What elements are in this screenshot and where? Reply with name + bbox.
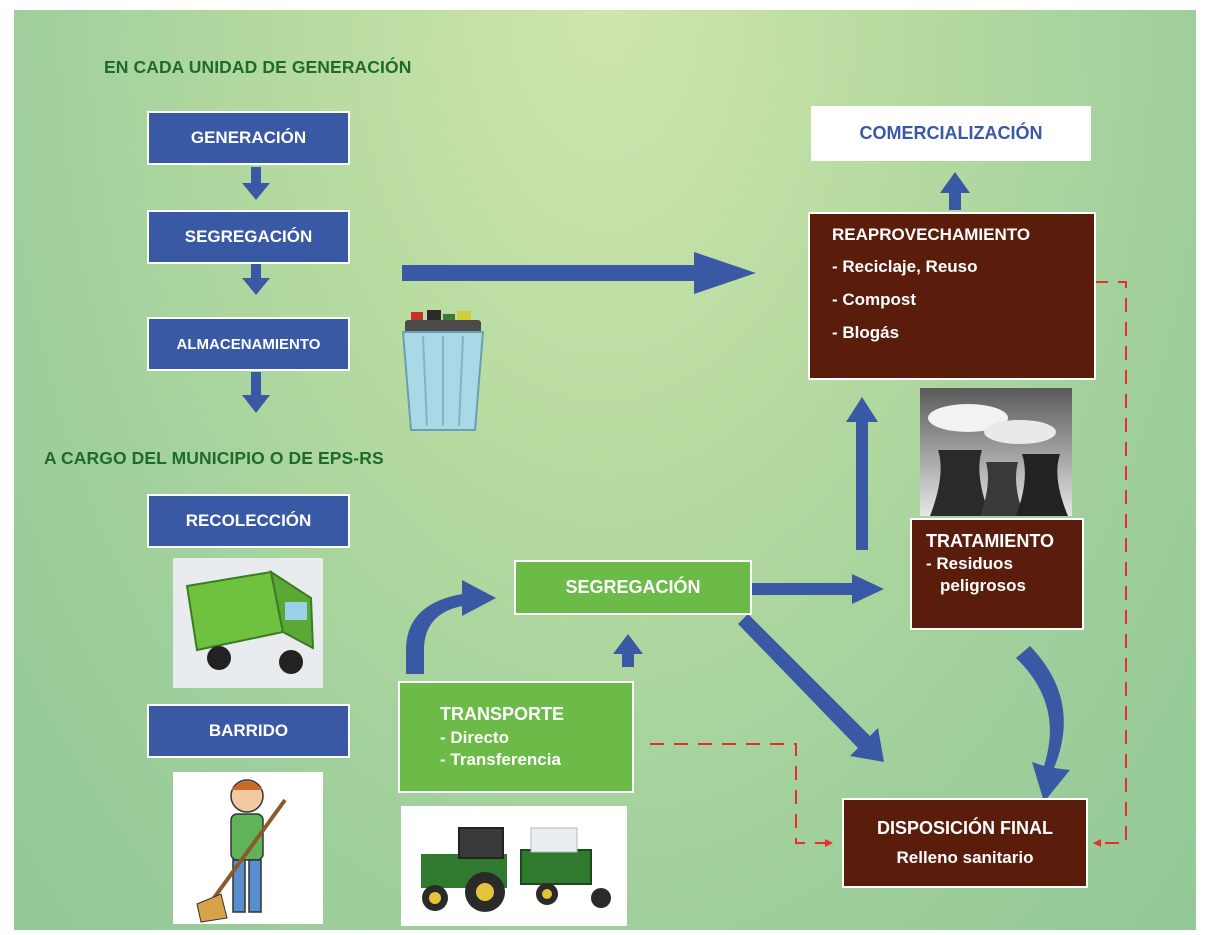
generacion-box: GENERACIÓN [147, 111, 350, 165]
arrow-segregacion-reaprovechamiento [402, 252, 756, 294]
section-label-municipality: A CARGO DEL MUNICIPIO O DE EPS-RS [44, 448, 384, 468]
section-label-generation: EN CADA UNIDAD DE GENERACIÓN [104, 57, 412, 77]
reaprovechamiento-box: REAPROVECHAMIENTO - Reciclaje, Reuso - C… [808, 212, 1096, 380]
arrow-tratamiento-reaprovechamiento [846, 397, 878, 550]
transporte-box: TRANSPORTE - Directo - Transferencia [398, 681, 634, 793]
tratamiento-box: TRATAMIENTO - Residuos peligrosos [910, 518, 1084, 630]
diagram-canvas: EN CADA UNIDAD DE GENERACIÓN A CARGO DEL… [14, 10, 1196, 930]
curved-arrow-tratamiento [1016, 646, 1070, 802]
arrow-transporte-segregacion [613, 634, 643, 667]
arrow-reaprovechamiento-comercializacion [940, 172, 970, 210]
tratamiento-title: TRATAMIENTO [926, 531, 1054, 551]
reaprovechamiento-item-blogas: - Blogás [832, 323, 900, 343]
arrow-segregacion-almacenamiento [242, 264, 270, 295]
reaprovechamiento-title: REAPROVECHAMIENTO [832, 225, 1031, 244]
arrow-segregacion-tratamiento [752, 574, 884, 604]
curved-arrow-transporte [406, 580, 496, 674]
segregacion-mid-box: SEGREGACIÓN [514, 560, 752, 615]
recoleccion-box: RECOLECCIÓN [147, 494, 350, 548]
arrows-layer [242, 167, 1127, 847]
comercializacion-box: COMERCIALIZACIÓN [811, 106, 1091, 161]
tratamiento-line-peligrosos: peligrosos [940, 576, 1026, 596]
transporte-item-directo: - Directo [440, 727, 509, 747]
almacenamiento-box: ALMACENAMIENTO [147, 317, 350, 371]
garbage-truck-image [173, 558, 323, 688]
dashed-transporte-disposicion [650, 743, 833, 847]
arrow-generacion-segregacion [242, 167, 270, 200]
reaprovechamiento-item-compost: - Compost [832, 290, 917, 310]
arrow-segregacion-disposicion [738, 614, 884, 762]
barrido-box: BARRIDO [147, 704, 350, 758]
disposicion-title: DISPOSICIÓN FINAL [876, 818, 1053, 839]
cooling-towers-image [920, 388, 1072, 516]
sweeper-boy-image [173, 772, 323, 924]
tratamiento-line-residuos: - Residuos [926, 554, 1013, 574]
reaprovechamiento-item-reciclaje: - Reciclaje, Reuso [832, 257, 978, 277]
disposicion-subtitle: Relleno sanitario [896, 847, 1034, 867]
disposicion-final-box: DISPOSICIÓN FINAL Relleno sanitario [842, 798, 1088, 888]
tractor-image [401, 806, 627, 926]
transporte-title: TRANSPORTE [440, 704, 565, 725]
arrow-almacenamiento-down [242, 372, 270, 413]
trash-can-image [401, 310, 485, 431]
dashed-reaprovechamiento-disposicion [1093, 281, 1127, 847]
transporte-item-transferencia: - Transferencia [440, 749, 561, 769]
segregacion-top-box: SEGREGACIÓN [147, 210, 350, 264]
